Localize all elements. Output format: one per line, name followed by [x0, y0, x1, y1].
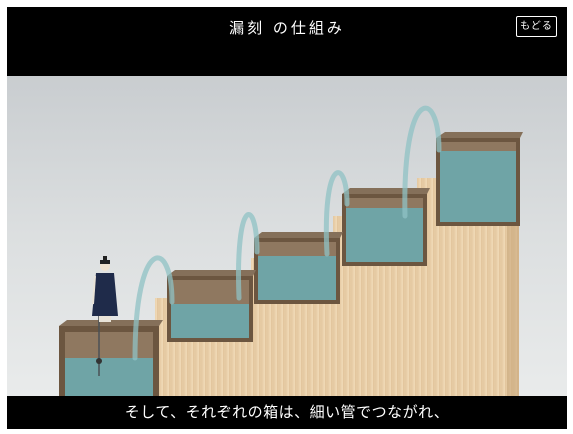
page-title: 漏刻 の仕組み: [229, 19, 345, 37]
title-bar: 漏刻 の仕組み もどる: [7, 7, 567, 76]
tank-1: [59, 304, 163, 396]
official-figure: [92, 256, 118, 322]
tank-5: [436, 132, 523, 226]
tank-3: [254, 232, 343, 304]
water-clock-illustration: [7, 76, 567, 396]
caption-bar: そして、それぞれの箱は、細い管でつながれ、: [7, 396, 567, 429]
connecting-pipes: [132, 105, 442, 361]
tank-2: [167, 270, 256, 342]
animation-frame: 漏刻 の仕組み もどる: [7, 7, 567, 429]
subtitle-caption: そして、それぞれの箱は、細い管でつながれ、: [124, 403, 450, 421]
back-button[interactable]: もどる: [516, 16, 557, 37]
tank-4: [342, 188, 430, 266]
